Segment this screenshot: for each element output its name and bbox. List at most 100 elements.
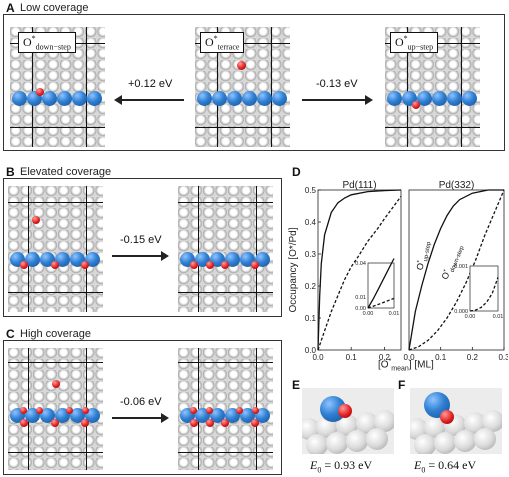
step-atom	[387, 91, 402, 106]
energy-c: -0.06 eV	[120, 396, 162, 408]
oxygen-atom	[252, 407, 259, 414]
oxygen-atom	[81, 419, 89, 427]
panel-b-title: Elevated coverage	[20, 166, 112, 178]
e0-symbol: E	[414, 458, 422, 472]
inset-series-line	[469, 277, 499, 312]
inset-series-line	[367, 258, 395, 309]
series-line	[317, 196, 402, 351]
x-tick-label: 0.3	[498, 353, 508, 362]
step-atom	[432, 91, 447, 106]
oxygen-atom	[20, 407, 27, 414]
panel-c-letter: C	[6, 327, 15, 341]
cell-line	[178, 292, 273, 293]
panel-e-letter: E	[292, 378, 301, 392]
oxygen-atom	[206, 407, 213, 414]
xlabel-open: [O	[378, 359, 389, 371]
label-sup: *	[403, 34, 408, 43]
arrow-head	[365, 95, 373, 105]
e0-sub: 0	[317, 465, 322, 475]
label-up-step: O*up−step	[390, 32, 439, 54]
label-sub: terrace	[217, 42, 240, 52]
inset-x-tick-label: 0.00	[363, 311, 374, 317]
inset-y-tick-label: 0.04	[355, 261, 366, 267]
panel-a-title: Low coverage	[20, 2, 89, 14]
inset-x-tick-label: 0.01	[389, 311, 400, 317]
panel-e-image	[302, 388, 394, 454]
energy-a-right: -0.13 eV	[316, 78, 358, 90]
cell-line	[407, 27, 408, 147]
label-sup: *	[213, 34, 218, 43]
x-tick-label: 0.2	[379, 353, 391, 362]
inset-y-tick-label: 0.01	[355, 295, 366, 301]
cell-line	[385, 127, 480, 128]
oxygen-atom	[237, 61, 246, 70]
cell-line	[86, 27, 87, 147]
inset-y-tick-label: 0.000	[454, 309, 468, 315]
oxygen-atom	[51, 419, 59, 427]
plot-frame	[317, 189, 402, 351]
step-atom	[227, 91, 242, 106]
arrow-a-left	[114, 95, 184, 105]
oxygen-atom	[440, 410, 454, 424]
slab-c-initial	[8, 348, 103, 470]
oxygen-atom	[52, 380, 60, 388]
xlabel-close: ] [ML]	[408, 359, 434, 371]
series-annotation: O*down-step	[440, 242, 466, 282]
oxygen-atom	[36, 407, 43, 414]
x-tick-label: 0.1	[346, 353, 358, 362]
pd-atom	[474, 428, 496, 450]
label-main: O	[205, 35, 214, 49]
energy-b: -0.15 eV	[120, 234, 162, 246]
energy-a-left: +0.12 eV	[128, 78, 173, 90]
x-tick-label: 0.0	[403, 353, 415, 362]
oxygen-atom	[206, 261, 214, 269]
xlabel-sub: mean	[391, 365, 409, 373]
e0-value: = 0.93 eV	[321, 458, 373, 472]
x-tick-label: 0.0	[312, 353, 324, 362]
x-tick-label: 0.2	[467, 353, 479, 362]
e0-value: = 0.64 eV	[425, 458, 477, 472]
cell-line	[8, 202, 103, 203]
step-atom	[72, 91, 87, 106]
cell-line	[178, 452, 273, 453]
step-atom	[87, 91, 102, 106]
y-tick-label: 0.0	[305, 346, 317, 355]
panel-f-letter: F	[398, 378, 406, 392]
cell-line	[8, 452, 103, 453]
oxygen-atom	[251, 419, 259, 427]
oxygen-atom	[36, 88, 44, 96]
arrow-b	[112, 251, 169, 261]
cell-line	[178, 202, 273, 203]
step-atom	[212, 91, 227, 106]
chart-title: Pd(332)	[439, 180, 475, 191]
step-atom	[257, 91, 272, 106]
step-atom	[242, 91, 257, 106]
label-main: O	[395, 35, 404, 49]
arrow-head	[161, 251, 169, 261]
slab-c-final	[178, 348, 273, 470]
cell-line	[217, 27, 218, 147]
oxygen-atom	[236, 407, 243, 414]
cell-line	[256, 186, 257, 312]
oxygen-atom	[221, 261, 229, 269]
series-line	[408, 189, 504, 351]
label-down-step: O*down−step	[18, 32, 76, 54]
panel-d-letter: D	[292, 165, 301, 179]
x-axis-label: [O*mean] [ML]	[378, 358, 434, 372]
panel-b-letter: B	[6, 165, 15, 179]
step-atom	[57, 91, 72, 106]
inset-x-tick-label: 0.00	[465, 314, 476, 320]
chart-title: Pd(111)	[342, 180, 376, 191]
oxygen-atom	[20, 419, 28, 427]
step-atom	[462, 91, 477, 106]
series-annotation: O*up-step	[415, 239, 433, 271]
y-tick-label: 0.1	[305, 314, 317, 323]
panel-c-title: High coverage	[20, 328, 91, 340]
inset-frame	[469, 265, 499, 312]
arrow-c	[112, 413, 169, 423]
series-line	[317, 189, 402, 351]
oxygen-atom	[206, 419, 214, 427]
pd-atom	[454, 430, 476, 452]
pd-atom	[414, 434, 436, 454]
